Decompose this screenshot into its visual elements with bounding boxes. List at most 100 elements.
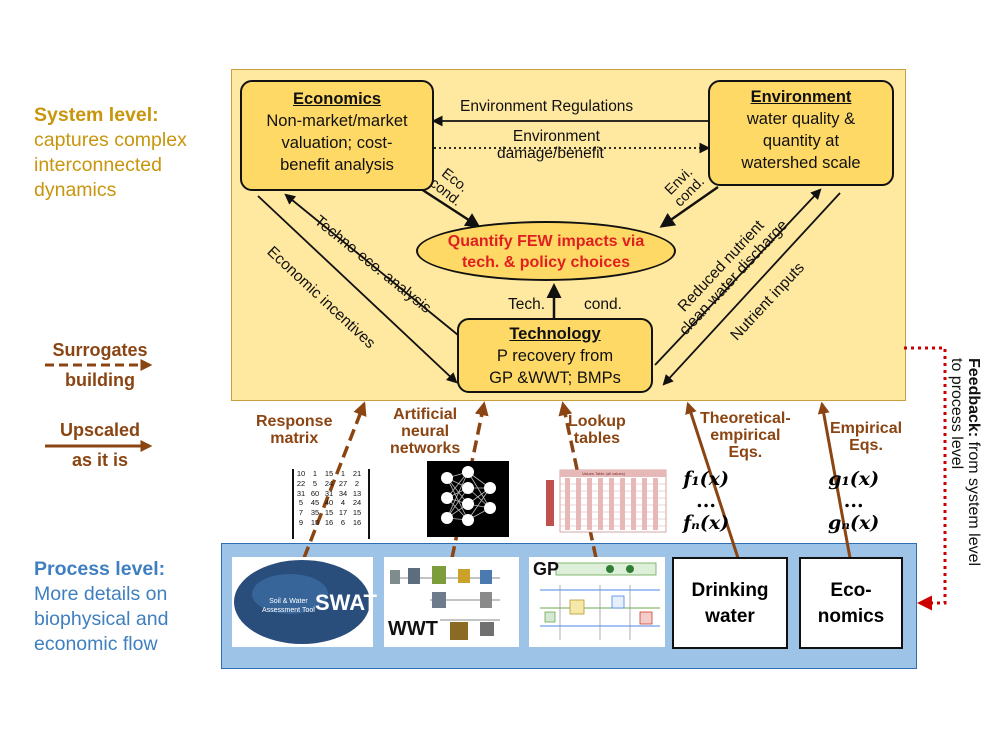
surrogates-word: Surrogates (52, 340, 148, 360)
economics-box: Economics Non-market/market valuation; c… (240, 80, 434, 191)
process-level-line: More details on (34, 583, 168, 605)
feedback-bold: Feedback: (965, 358, 982, 438)
cond-label: cond. (584, 296, 622, 313)
system-level-line: dynamics (34, 179, 117, 201)
theoretical-empirical-label: Theoretical- empirical Eqs. (700, 410, 791, 461)
process-level-line: biophysical and (34, 608, 169, 630)
feedback-arrow (904, 346, 947, 611)
gp-label: GP (533, 559, 560, 579)
economics-line: benefit analysis (280, 156, 394, 174)
envi-cond-arrow (659, 185, 719, 228)
ann-line: networks (390, 440, 461, 457)
center-line: tech. & policy choices (461, 254, 631, 271)
lookup-tables-label: Lookup tables (568, 413, 626, 447)
env-damage-label: Environment damage/benefit (497, 128, 604, 162)
system-level-line: interconnected (34, 154, 162, 176)
economic-incentives-arrow (257, 195, 458, 384)
economics-title: Economics (292, 90, 382, 108)
economics-line: valuation; cost- (281, 134, 393, 152)
f1-equation: f₁(x) (683, 468, 729, 490)
process-level-line: economic flow (34, 633, 158, 655)
center-line: Quantify FEW impacts via (447, 233, 645, 250)
economics-process-line: Eco- (830, 580, 872, 601)
lookup-table-icon (546, 469, 667, 533)
technology-title: Technology (509, 325, 601, 343)
center-objective-ellipse: Quantify FEW impacts via tech. & policy … (416, 221, 676, 281)
upscaled-word: Upscaled (59, 420, 141, 440)
ann-label: Artificial neural networks (390, 406, 460, 457)
economics-process-line: nomics (817, 606, 885, 627)
response-matrix-arrow (302, 401, 367, 559)
g-dots: ... (843, 490, 864, 512)
economics-process-box: Eco- nomics (799, 557, 903, 649)
system-level-title: System level: (34, 104, 159, 126)
drinking-water-box: Drinking water (672, 557, 788, 649)
empirical-eqs-label: Empirical Eqs. (830, 420, 902, 454)
swat-logo-image (232, 557, 373, 647)
env-regulations-label: Environment Regulations (460, 98, 634, 115)
env-damage-line: Environment (512, 128, 600, 145)
process-level-title: Process level: (34, 558, 166, 580)
theoretical-line: Theoretical- (700, 410, 791, 427)
fn-equation: fₙ(x) (683, 512, 730, 534)
gn-equation: gₙ(x) (828, 512, 880, 534)
feedback-label: Feedback: from system level to process l… (948, 358, 982, 566)
ann-icon-nodes (441, 466, 496, 526)
economics-line: Non-market/market (266, 112, 408, 130)
lookup-line: tables (573, 430, 620, 447)
building-word: building (65, 370, 135, 390)
environment-box: Environment water quality & quantity at … (708, 80, 894, 186)
gp-process-image (529, 557, 665, 647)
feedback-line2: to process level (948, 358, 965, 470)
wwt-process-image (384, 557, 519, 647)
feedback-rest: from system level (965, 437, 982, 567)
response-matrix-line: Response (256, 413, 333, 430)
environment-line: water quality & (746, 110, 856, 128)
surrogates-building-label: Surrogates building (40, 339, 160, 391)
response-matrix-line: matrix (270, 430, 319, 447)
f-equations: f₁(x) ... fₙ(x) (683, 468, 729, 534)
theoretical-line: empirical (710, 427, 781, 444)
response-matrix-label: Response matrix (256, 413, 332, 447)
g-equations: g₁(x) ... gₙ(x) (828, 468, 879, 534)
ann-line: Artificial (393, 406, 458, 423)
lookup-table-title: Values Table (all values) (582, 471, 625, 476)
eco-cond-arrow (417, 185, 481, 228)
drinking-line: water (705, 606, 755, 627)
technology-line: GP &WWT; BMPs (489, 369, 621, 387)
tech-label: Tech. (508, 296, 546, 313)
upscaled-label: Upscaled as it is (40, 419, 160, 471)
swat-small-line: Assessment Tool (262, 607, 315, 614)
env-damage-line: damage/benefit (497, 145, 604, 162)
swat-title: SWAT (315, 590, 377, 615)
system-level-line: captures complex (34, 129, 187, 151)
lookup-line: Lookup (568, 413, 626, 430)
ann-line: neural (401, 423, 450, 440)
environment-line: watershed scale (741, 154, 861, 172)
theoretical-arrow (685, 401, 740, 559)
theoretical-line: Eqs. (728, 444, 763, 461)
techno-eco-arrow (284, 193, 459, 336)
reduced-nutrient-arrow (654, 188, 822, 366)
environment-title: Environment (750, 88, 852, 106)
empirical-line: Eqs. (849, 437, 883, 454)
drinking-line: Drinking (691, 580, 769, 601)
as-it-is-word: as it is (71, 450, 129, 470)
technology-box: Technology P recovery from GP &WWT; BMPs (457, 318, 653, 393)
system-level-label: System level: captures complex interconn… (34, 103, 187, 203)
process-level-label: Process level: More details on biophysic… (34, 557, 168, 657)
swat-small-text: Soil & Water Assessment Tool (262, 597, 315, 615)
empirical-arrow (817, 401, 852, 559)
swat-small-line: Soil & Water (269, 598, 308, 605)
empirical-line: Empirical (830, 420, 903, 437)
f-dots: ... (696, 490, 717, 512)
nutrient-inputs-arrow (662, 192, 841, 386)
